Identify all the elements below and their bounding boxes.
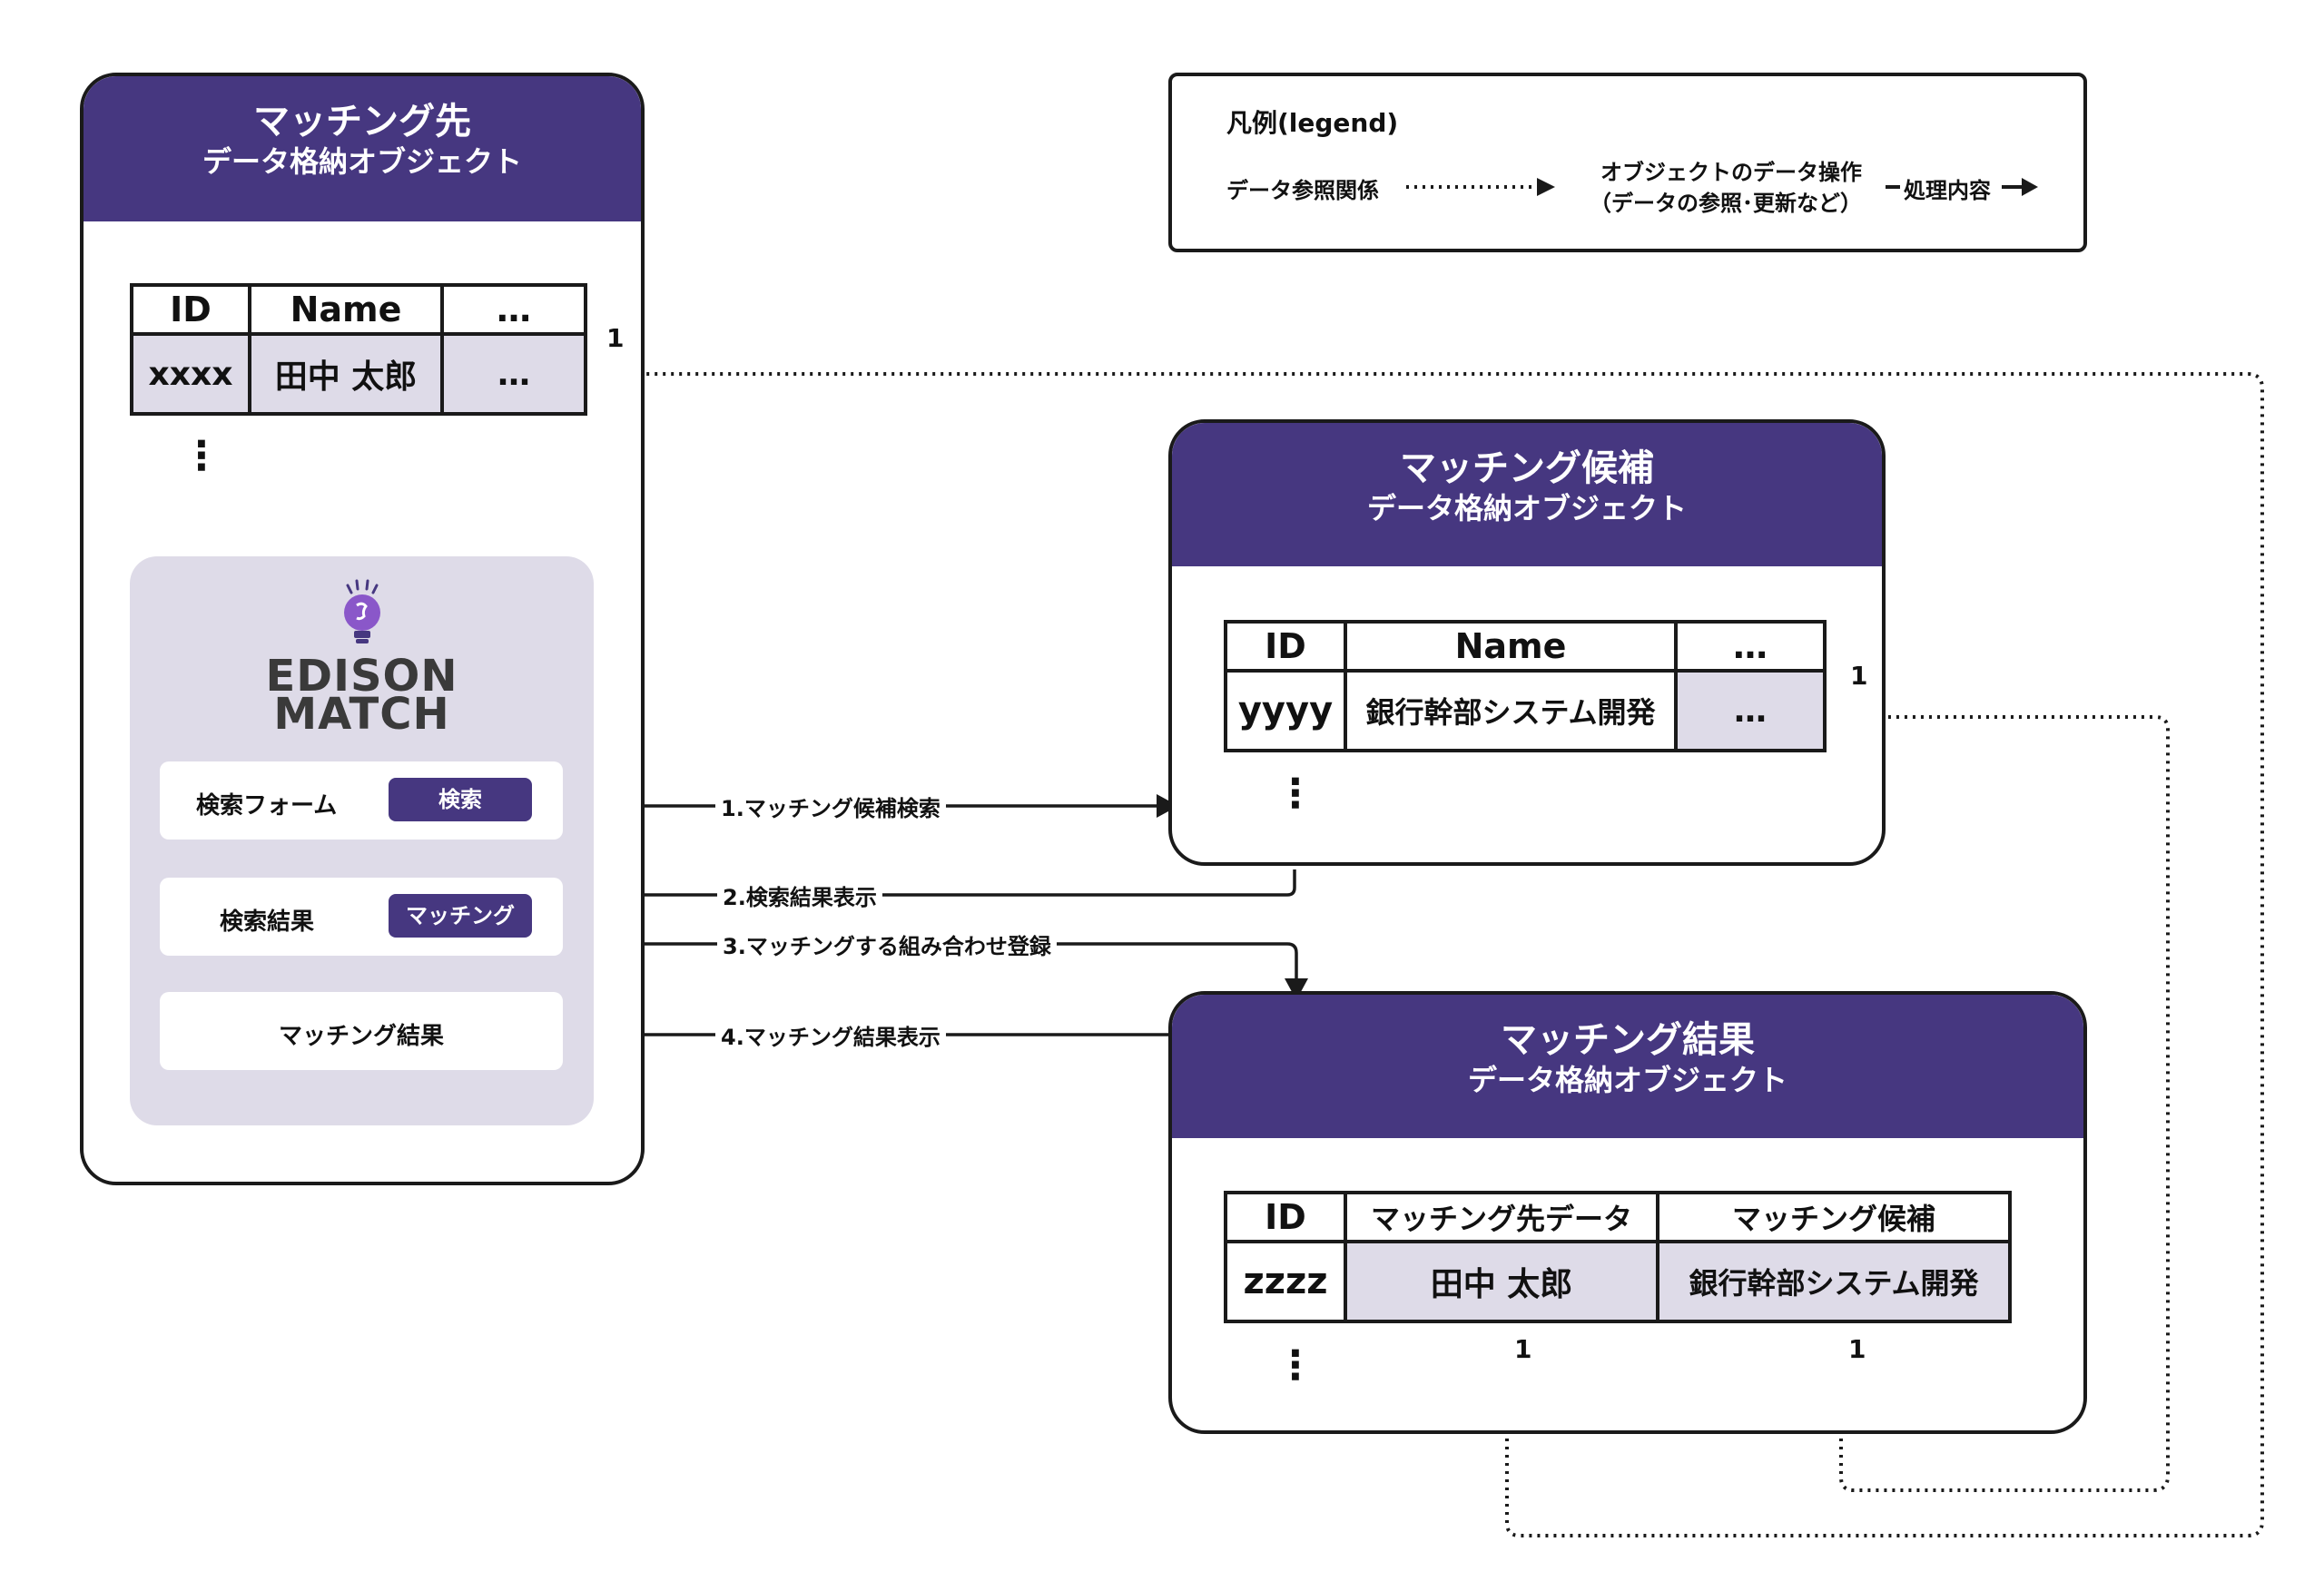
flow-line-step2	[581, 869, 1296, 897]
matching-result-card: マッチング結果	[160, 992, 563, 1070]
column-header-id: ID	[1224, 620, 1347, 673]
column-header-id: ID	[130, 283, 251, 336]
search-form-label: 検索フォーム	[196, 792, 338, 820]
table-header-row: ID Name …	[130, 283, 587, 336]
matching-result-label: マッチング結果	[278, 1023, 444, 1050]
lightbulb-icon	[344, 579, 380, 643]
table-row: yyyy 銀行幹部システム開発 …	[1224, 669, 1827, 752]
cell-candidate: 銀行幹部システム開発	[1656, 1240, 2012, 1323]
cell-more: …	[440, 332, 587, 416]
source-panel-title: マッチング先	[253, 101, 471, 142]
cardinality-candidate: 1	[1850, 661, 1868, 691]
search-result-label: 検索結果	[220, 908, 315, 936]
logo-text-match: MATCH	[273, 689, 450, 740]
source-data-table: ID Name … xxxx 田中 太郎 …	[130, 283, 587, 416]
reference-line-source	[608, 372, 2264, 1537]
logo-text-edison: EDISON	[265, 651, 458, 702]
column-header-more: …	[440, 283, 587, 336]
column-header-id: ID	[1224, 1191, 1347, 1243]
flow-label-step3: 3.マッチングする組み合わせ登録	[717, 928, 1057, 960]
cell-more: …	[1674, 669, 1827, 752]
result-data-table: ID マッチング先データ マッチング候補 zzzz 田中 太郎 銀行幹部システム…	[1224, 1191, 2012, 1323]
legend-reference-label: データ参照関係	[1226, 178, 1379, 203]
candidate-data-table: ID Name … yyyy 銀行幹部システム開発 …	[1224, 620, 1827, 752]
search-button[interactable]: 検索	[389, 778, 532, 821]
edison-match-app: EDISON MATCH 検索フォーム 検索 検索結果 マッチング マッチング結…	[130, 556, 594, 1125]
cardinality-source: 1	[606, 323, 625, 353]
cell-source-data: 田中 太郎	[1344, 1240, 1659, 1323]
cell-name: 銀行幹部システム開発	[1344, 669, 1678, 752]
column-header-source-data: マッチング先データ	[1344, 1191, 1659, 1243]
search-result-card: 検索結果 マッチング	[160, 878, 563, 956]
more-rows-indicator: ⋮	[1275, 1346, 1315, 1386]
flow-label-step2: 2.検索結果表示	[717, 879, 882, 911]
source-panel-subtitle: データ格納オブジェクト	[202, 144, 522, 179]
result-panel-title: マッチング結果	[1501, 1019, 1755, 1061]
flow-label-step4: 4.マッチング結果表示	[715, 1019, 946, 1051]
more-rows-indicator: ⋮	[182, 437, 222, 476]
table-row: zzzz 田中 太郎 銀行幹部システム開発	[1224, 1240, 2012, 1323]
legend-title: 凡例(legend)	[1226, 108, 1399, 138]
flow-line-step3	[566, 942, 1298, 982]
cell-name: 田中 太郎	[248, 332, 444, 416]
legend-box: 凡例(legend) データ参照関係 オブジェクトのデータ操作 （データの参照･…	[1168, 73, 2087, 252]
candidate-panel-header: マッチング候補 データ格納オブジェクト	[1172, 423, 1882, 566]
cell-id: zzzz	[1224, 1240, 1347, 1323]
flow-arrowhead-step1	[1157, 794, 1178, 818]
cell-id: xxxx	[130, 332, 251, 416]
legend-solid-dash	[1886, 185, 1900, 189]
legend-operation-line1: オブジェクトのデータ操作	[1600, 160, 1862, 185]
column-header-more: …	[1674, 620, 1827, 673]
result-panel-header: マッチング結果 データ格納オブジェクト	[1172, 995, 2083, 1138]
cardinality-result-source: 1	[1514, 1334, 1532, 1364]
legend-process-label: 処理内容	[1904, 178, 1991, 203]
column-header-name: Name	[1344, 620, 1678, 673]
more-rows-indicator: ⋮	[1275, 774, 1315, 814]
matching-button[interactable]: マッチング	[389, 894, 532, 938]
cardinality-result-candidate: 1	[1848, 1334, 1866, 1364]
flow-arrowhead-step3	[1285, 978, 1308, 1000]
table-header-row: ID マッチング先データ マッチング候補	[1224, 1191, 2012, 1243]
legend-operation-line2: （データの参照･更新など）	[1590, 191, 1862, 216]
legend-dotted-arrow	[1406, 178, 1555, 196]
flow-label-step1: 1.マッチング候補検索	[715, 791, 946, 822]
search-form-card: 検索フォーム 検索	[160, 761, 563, 840]
candidate-panel-subtitle: データ格納オブジェクト	[1366, 491, 1687, 525]
table-header-row: ID Name …	[1224, 620, 1827, 673]
table-row: xxxx 田中 太郎 …	[130, 332, 587, 416]
result-panel-subtitle: データ格納オブジェクト	[1467, 1063, 1787, 1097]
source-panel-header: マッチング先 データ格納オブジェクト	[84, 76, 641, 221]
column-header-name: Name	[248, 283, 444, 336]
column-header-candidate: マッチング候補	[1656, 1191, 2012, 1243]
legend-solid-arrow	[2002, 178, 2038, 196]
cell-id: yyyy	[1224, 669, 1347, 752]
candidate-panel-title: マッチング候補	[1400, 447, 1654, 489]
